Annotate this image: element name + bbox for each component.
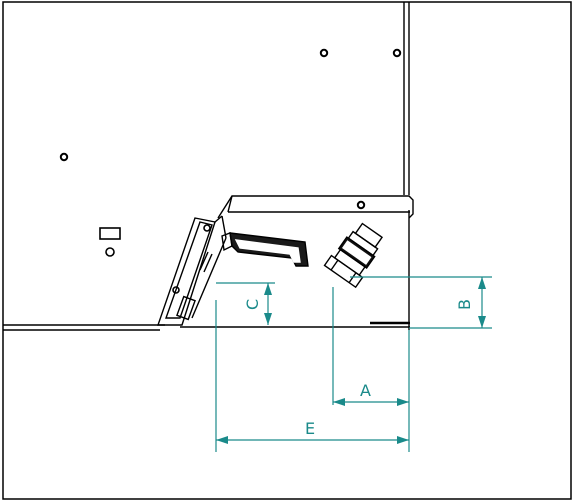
hole-left — [59, 152, 69, 162]
dimension-b-label: B — [455, 299, 474, 310]
dimension-arrows — [216, 277, 486, 444]
hole-top-2 — [392, 48, 402, 58]
hole-top-1 — [319, 48, 329, 58]
hole-bracket — [356, 200, 366, 210]
dimension-a-label: A — [360, 381, 371, 400]
panel-body — [3, 2, 410, 331]
mounting-holes — [59, 48, 402, 210]
hinge-bracket — [157, 215, 227, 326]
dimension-lines — [215, 276, 492, 452]
dimension-c-label: C — [243, 299, 262, 310]
latch-handle — [221, 232, 309, 267]
indicator-symbol — [99, 227, 121, 257]
top-bracket — [217, 195, 414, 219]
dimension-e-label: E — [305, 419, 315, 438]
cable-gland — [323, 222, 384, 289]
